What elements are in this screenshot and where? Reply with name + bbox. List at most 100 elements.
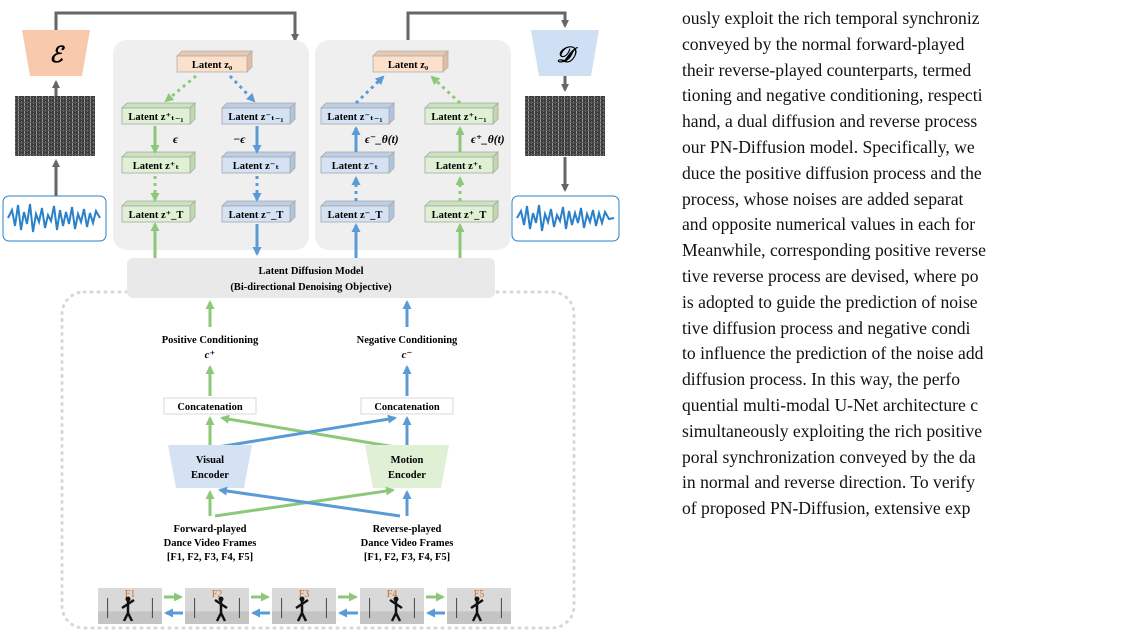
latent-diffusion-model-box (127, 258, 495, 298)
dance-frame: F2 (185, 588, 249, 624)
paper-text-line: tive diffusion process and negative cond… (682, 317, 971, 338)
encoder-shape (22, 30, 90, 76)
latent-box: Latent z⁺ₜ₋₁ (121, 102, 196, 125)
motion-encoder (365, 445, 449, 488)
noise-label-neg-eps: −ϵ (233, 132, 246, 146)
frame-label: F3 (299, 589, 310, 600)
noise-label-eps-theta-plus: ϵ⁺_θ(t) (471, 134, 505, 146)
blue-arrow (217, 414, 397, 449)
forward-frames-label: Forward-played (174, 524, 247, 535)
paper-text-line: and opposite numerical values in each fo… (682, 214, 976, 235)
latent-box: Latent z⁺ₜ₋₁ (424, 102, 499, 125)
decoder-shape (531, 30, 599, 76)
negative-conditioning-label: Negative Conditioning (357, 335, 458, 346)
input-waveform (2, 195, 107, 242)
decoder-symbol: 𝒟 (556, 42, 578, 67)
visual-encoder-label: Encoder (191, 470, 229, 481)
latent-box: Latent z⁻ₜ₋₁ (221, 102, 296, 125)
latent-box: Latent z⁻ₜ₋₁ (320, 102, 395, 125)
paper-text-line: simultaneously exploiting the rich posit… (682, 420, 983, 441)
paper-text-line: our PN-Diffusion model. Specifically, we (682, 136, 975, 157)
frame-label: F2 (212, 589, 223, 600)
pn-diffusion-figure: ℰ 𝒟 Latent z₀ Latent z₀ Latent z⁺ₜ₋₁Late… (2, 11, 620, 630)
dance-frame: F5 (447, 588, 511, 624)
negative-conditioning-box (343, 327, 471, 363)
paper-text-line: poral synchronization conveyed by the da (682, 446, 976, 467)
latent-box: Latent z⁺ₜ (424, 151, 499, 174)
reverse-panel (315, 40, 511, 250)
conditioning-region (60, 290, 576, 630)
ldm-subtitle: (Bi-directional Denoising Objective) (230, 282, 392, 293)
paper-text-line: tive reverse process are devised, where … (682, 265, 979, 286)
latent-box: Latent z⁻ₜ (320, 151, 395, 174)
latent-box: Latent z⁻_T (320, 200, 395, 223)
concatenation-label: Concatenation (374, 402, 439, 413)
latent-label: Latent z⁺ₜ (133, 161, 180, 172)
output-waveform (511, 195, 620, 242)
paper-text-line: process, whose noises are added separat (682, 188, 964, 209)
paper-text-line: their reverse-played counterparts, terme… (682, 59, 972, 80)
latent-label: Latent z⁺_T (432, 210, 487, 221)
reverse-frames-label: Reverse-played (373, 524, 442, 535)
blue-dotted-arrow (228, 74, 256, 103)
noise-label-eps: ϵ (173, 132, 179, 146)
dance-frame: F4 (360, 588, 424, 624)
paper-text-line: is adopted to guide the prediction of no… (682, 291, 978, 312)
latent-label: Latent z⁻ₜ₋₁ (327, 112, 382, 123)
positive-conditioning-symbol: c⁺ (205, 349, 216, 361)
frame-label: F4 (387, 589, 398, 600)
latent-label: Latent z⁻ₜ (332, 161, 379, 172)
latent-box: Latent z⁻_T (221, 200, 296, 223)
latent-label: Latent z₀ (388, 60, 428, 71)
forward-frames-label: Dance Video Frames (164, 538, 257, 549)
ldm-title: Latent Diffusion Model (259, 266, 364, 277)
latent-label: Latent z⁺ₜ (436, 161, 483, 172)
paper-text-line: tioning and negative conditioning, respe… (682, 85, 983, 106)
visual-encoder (168, 445, 252, 488)
positive-conditioning-box (150, 327, 270, 363)
reverse-frames-label: Dance Video Frames (361, 538, 454, 549)
reverse-frames-label: [F1, F2, F3, F4, F5] (364, 552, 450, 563)
latent-box: Latent z⁺ₜ (121, 151, 196, 174)
latent-box: Latent z⁺_T (424, 200, 499, 223)
encoder-to-latent-line (54, 11, 299, 42)
blue-arrow (218, 486, 401, 518)
latent-to-decoder-line (406, 11, 569, 58)
motion-encoder-label: Encoder (388, 470, 426, 481)
concatenation-label: Concatenation (177, 402, 242, 413)
latent-z0-left: Latent z₀ (176, 50, 253, 73)
frame-label: F5 (474, 589, 485, 600)
dance-frames-row: F1 F2 F3 F4 F5 (98, 588, 511, 624)
visual-encoder-label: Visual (196, 455, 224, 466)
dance-frame: F1 (98, 588, 162, 624)
latent-label: Latent z⁻ₜ (233, 161, 280, 172)
negative-conditioning-symbol: c⁻ (402, 349, 413, 361)
output-spectrogram (525, 96, 605, 156)
paper-text-line: duce the positive diffusion process and … (682, 162, 982, 183)
latent-label: Latent z⁺ₜ₋₁ (431, 112, 486, 123)
paper-text-line: hand, a dual diffusion and reverse proce… (682, 111, 978, 132)
latent-label: Latent z⁺ₜ₋₁ (128, 112, 183, 123)
paper-text-line: conveyed by the normal forward-played (682, 33, 965, 54)
paper-text-line: diffusion process. In this way, the perf… (682, 369, 961, 390)
latent-label: Latent z⁻ₜ₋₁ (228, 112, 283, 123)
paper-text-column: ously exploit the rich temporal synchron… (682, 6, 1127, 522)
dance-frame: F3 (272, 588, 336, 624)
paper-text-line: quential multi-modal U-Net architecture … (682, 394, 979, 415)
latent-box: Latent z⁺_T (121, 200, 196, 223)
positive-conditioning-label: Positive Conditioning (162, 335, 259, 346)
latent-label: Latent z⁻_T (328, 210, 383, 221)
latent-box: Latent z⁻ₜ (221, 151, 296, 174)
latent-z0-right: Latent z₀ (372, 50, 449, 73)
concatenation-left (163, 397, 257, 415)
paper-text-line: ously exploit the rich temporal synchron… (682, 8, 980, 28)
latent-label: Latent z₀ (192, 60, 232, 71)
concatenation-right (360, 397, 454, 415)
forward-frames-label: [F1, F2, F3, F4, F5] (167, 552, 253, 563)
encoder-symbol: ℰ (49, 42, 65, 67)
latent-label: Latent z⁺_T (129, 210, 184, 221)
paper-text-line: in normal and reverse direction. To veri… (682, 472, 976, 493)
noise-label-eps-theta-minus: ϵ⁻_θ(t) (365, 134, 399, 146)
paper-text-line: Meanwhile, corresponding positive revers… (682, 240, 986, 261)
